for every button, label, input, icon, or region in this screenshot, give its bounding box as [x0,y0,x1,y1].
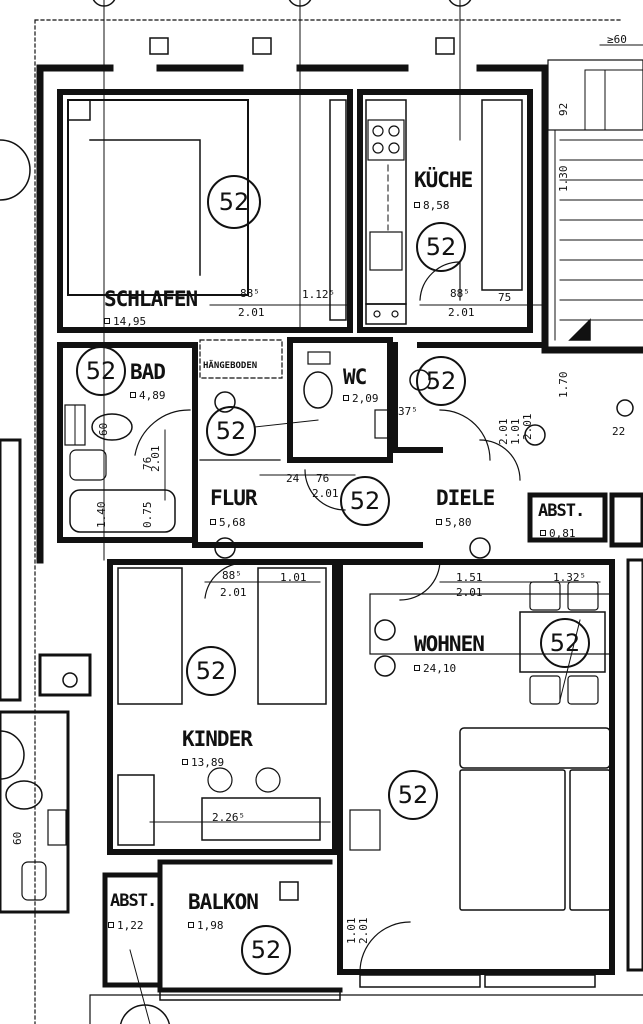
dimension-label: 1.51 [456,571,483,584]
dimension-label: 2.01 [357,917,370,945]
room-name-kinder: KINDER [182,727,253,751]
dimension-label: 60 [11,831,24,845]
dimension-label: 76 [316,472,330,485]
marker-circle: 52 [206,406,256,456]
dimension-label: 92 [557,102,570,116]
room-name-balkon: BALKON [188,890,259,914]
marker-circle: 52 [241,925,291,975]
dimension-label: 88⁵ [450,287,470,300]
dimension-label: 2.01 [312,487,339,500]
dimension-label: 1.01 [509,418,522,446]
dimension-label: 76 [141,456,154,470]
dimension-label: 0.75 [141,501,154,529]
room-area-abst-right: 0,81 [540,528,576,539]
room-name-abst-right: ABST. [538,501,585,521]
dimension-label: 1.32⁵ [553,571,587,584]
room-area-wohnen: 24,10 [414,663,456,674]
dimension-label: ≥60 [607,33,627,46]
room-name-haengeboden: HÄNGEBODEN [203,361,258,371]
room-name-flur: FLUR [210,486,258,510]
room-name-wohnen: WOHNEN [414,632,485,656]
dimension-label: 2.01 [220,586,247,599]
dimension-label: 2.01 [448,306,475,319]
dimension-label: 2.01 [456,586,483,599]
dimension-label: 2.26⁵ [212,811,246,824]
marker-circle: 52 [388,770,438,820]
room-name-diele: DIELE [436,486,495,510]
room-name-schlafen: SCHLAFEN [104,287,198,311]
room-area-flur: 5,68 [210,517,246,528]
room-area-diele: 5,80 [436,517,472,528]
dimension-label: 2.01 [521,413,534,441]
room-area-kinder: 13,89 [182,757,224,768]
room-area-bad: 4,89 [130,390,166,401]
marker-circle: 52 [207,175,261,229]
dimension-label: 60 [97,422,110,436]
dimension-label: 88⁵ [222,569,242,582]
dimension-label: 75 [498,291,512,304]
dimension-label: 1.01 [280,571,307,584]
marker-circle: 52 [540,618,590,668]
dimension-label: 1.01 [345,917,358,945]
marker-circle: 52 [186,646,236,696]
room-area-balkon: 1,98 [188,920,224,931]
room-name-wc: WC [343,365,367,389]
dimension-label: 24 [286,472,300,485]
dimension-label: 1.12⁵ [302,288,336,301]
room-name-kueche: KÜCHE [414,168,473,192]
marker-circle: 52 [416,222,466,272]
dimension-label: 37⁵ [398,405,418,418]
dimension-label: 1.30 [557,165,570,193]
room-area-wc: 2,09 [343,393,379,404]
room-name-bad: BAD [130,360,166,384]
room-area-abst-left: 1,22 [108,920,144,931]
marker-circle: 52 [340,476,390,526]
marker-circle: 52 [76,346,126,396]
dimension-label: 2.01 [238,306,265,319]
dimension-label: 1.40 [95,501,108,529]
dimension-label: 1.70 [557,371,570,399]
room-area-schlafen: 14,95 [104,316,146,327]
dimension-label: 88⁵ [240,287,260,300]
dimension-label: 2.01 [497,418,510,446]
marker-circle: 52 [416,356,466,406]
room-area-kueche: 8,58 [414,200,450,211]
room-name-abst-left: ABST. [110,891,157,911]
dimension-label: 22 [612,425,626,438]
